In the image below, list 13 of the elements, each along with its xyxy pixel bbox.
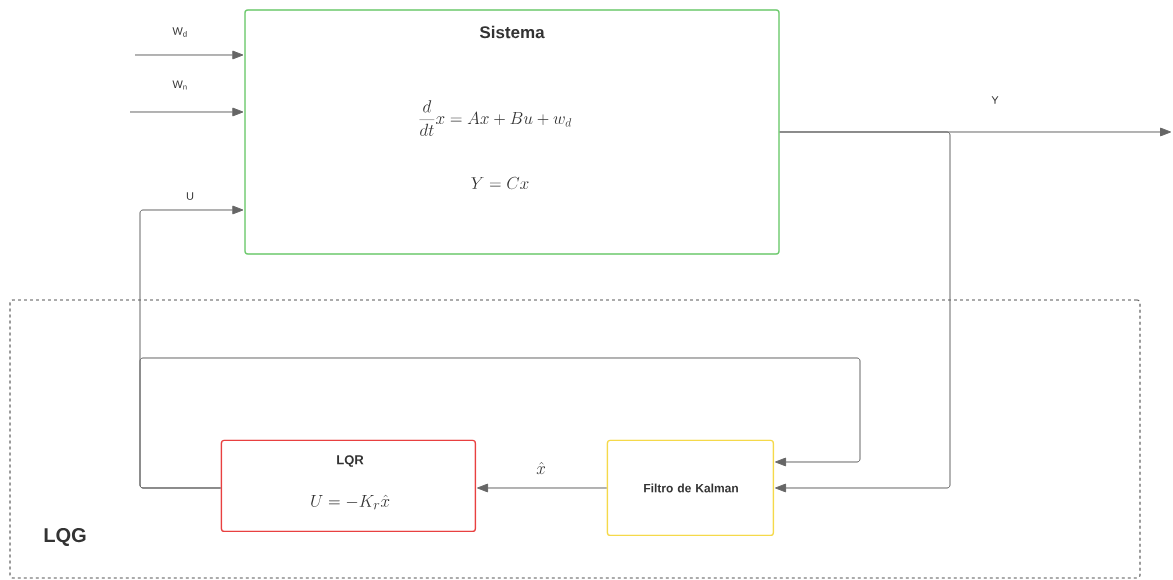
- arrow: [129, 107, 244, 117]
- arrow: [134, 50, 244, 60]
- edge-label: W$_{n}$: [171, 79, 189, 91]
- filter-box: Filtro de Kalman: [606, 439, 775, 537]
- edge-label: Y: [990, 95, 1000, 105]
- edge-label: U: [185, 191, 195, 201]
- edge-label: W$_{d}$: [171, 26, 189, 38]
- controller-box: LQR $U = -K_r\hat{x}$: [220, 439, 477, 533]
- edge-label: $\hat{x}$: [535, 461, 547, 475]
- arrow: [477, 483, 608, 493]
- system-box: Sistema $\frac{d}{dt}x = Ax + Bu + w_d$ $Y = Cx$: [244, 9, 780, 255]
- arrow: [775, 131, 951, 493]
- arrow: [139, 357, 861, 489]
